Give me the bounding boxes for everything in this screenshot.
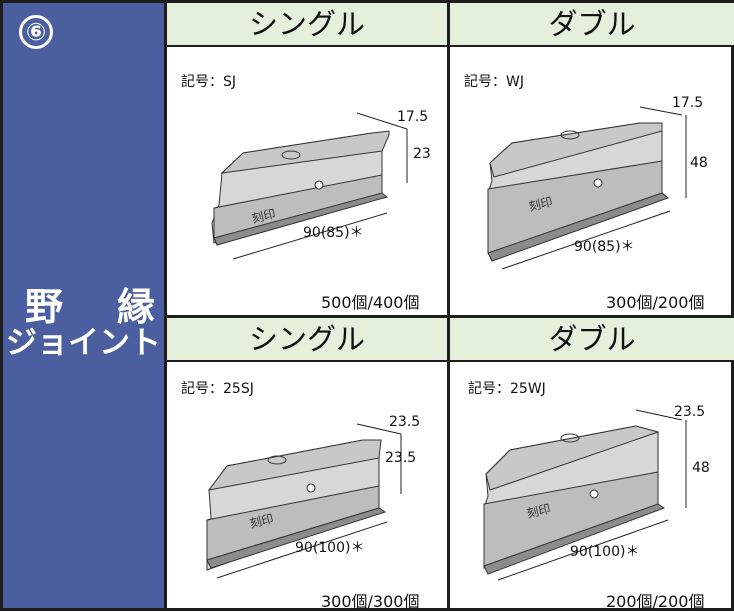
product-code: 記号：25WJ <box>468 381 546 397</box>
dimension-depth: 17.5 <box>672 95 703 111</box>
cell-header: ダブル <box>450 318 734 362</box>
dimension-depth: 23.5 <box>674 404 705 420</box>
product-cell-wj: ダブル 記号：WJ 17.5 48 90(85)＊ 刻印 300個/200個 <box>450 3 734 315</box>
joint-illustration-double: 17.5 48 90(85)＊ 刻印 <box>487 95 708 270</box>
cell-header: シングル <box>167 318 447 362</box>
stamp-label: 刻印 <box>248 512 275 531</box>
section-title-line2: ジョイント <box>6 325 161 361</box>
stamp-label: 刻印 <box>525 502 552 521</box>
dimension-length: 90(100)＊ <box>295 540 364 556</box>
dimension-length: 90(100)＊ <box>570 544 639 560</box>
joint-illustration-double-25: 23.5 48 90(100)＊ 刻印 <box>483 404 710 581</box>
dimension-length: 90(85)＊ <box>303 225 364 241</box>
package-count: 300個/200個 <box>606 293 705 312</box>
dimension-length: 90(85)＊ <box>574 239 635 255</box>
sidebar: ⑥ 野 縁 ジョイント <box>3 3 167 608</box>
product-code: 記号：25SJ <box>181 381 254 397</box>
cell-header: シングル <box>167 3 447 47</box>
product-cell-25wj: ダブル 記号：25WJ 23.5 48 90(100)＊ 刻印 200個/200… <box>450 318 734 611</box>
section-title-line1: 野 縁 <box>25 276 155 331</box>
package-count: 200個/200個 <box>606 592 705 611</box>
section-title-char-2: 縁 <box>117 285 157 329</box>
dimension-height: 23 <box>413 146 431 162</box>
package-count: 500個/400個 <box>321 293 420 312</box>
dimension-depth: 23.5 <box>389 414 420 430</box>
dimension-depth: 17.5 <box>397 109 428 125</box>
product-cell-25sj: シングル 記号：25SJ 23.5 23.5 90(100)＊ 刻印 300個/… <box>167 318 447 611</box>
joint-illustration-single: 17.5 23 90(85)＊ 刻印 <box>211 109 431 260</box>
joint-illustration-single-25: 23.5 23.5 90(100)＊ 刻印 <box>206 414 420 579</box>
dimension-height: 48 <box>690 155 708 171</box>
section-number-badge: ⑥ <box>19 15 53 49</box>
dimension-height: 48 <box>692 460 710 476</box>
cell-header: ダブル <box>450 3 734 47</box>
product-cell-sj: シングル 記号：SJ 17.5 23 90(85)＊ 刻印 500個/400個 <box>167 3 447 315</box>
product-code: 記号：WJ <box>464 74 524 90</box>
stamp-label: 刻印 <box>527 195 554 214</box>
dimension-height: 23.5 <box>385 450 416 466</box>
stamp-label: 刻印 <box>250 207 277 226</box>
product-code: 記号：SJ <box>181 74 237 90</box>
row-divider <box>164 315 734 318</box>
package-count: 300個/300個 <box>321 592 420 611</box>
column-divider <box>447 3 450 608</box>
section-title-char-1: 野 <box>25 285 65 329</box>
